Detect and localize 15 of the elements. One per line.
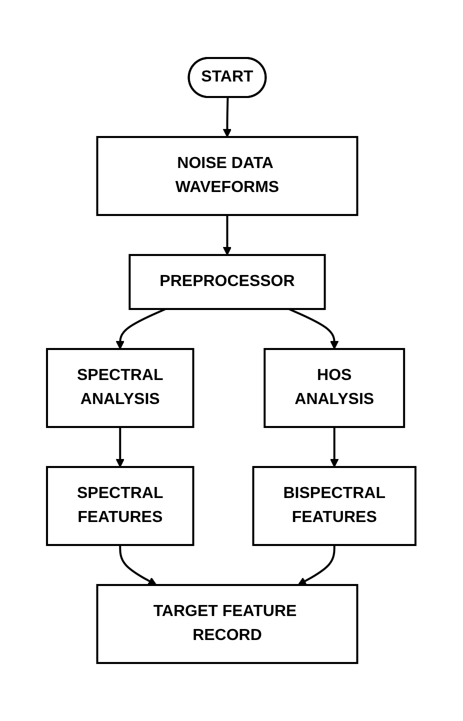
arrow: [330, 427, 340, 468]
node-box: HOS ANALYSIS: [264, 348, 406, 428]
arrow: [223, 97, 232, 138]
arrow: [298, 545, 336, 586]
node-box: PREPROCESSOR: [128, 254, 326, 310]
node-box: SPECTRAL ANALYSIS: [46, 348, 194, 428]
arrow: [223, 215, 232, 256]
arrow: [119, 545, 158, 586]
arrow: [288, 308, 340, 350]
node-box: NOISE DATA WAVEFORMS: [96, 136, 358, 216]
arrow: [116, 427, 125, 468]
arrow: [116, 308, 166, 350]
node-box: TARGET FEATURE RECORD: [96, 584, 358, 664]
node-box: BISPECTRAL FEATURES: [252, 466, 417, 546]
node-box: SPECTRAL FEATURES: [46, 466, 194, 546]
